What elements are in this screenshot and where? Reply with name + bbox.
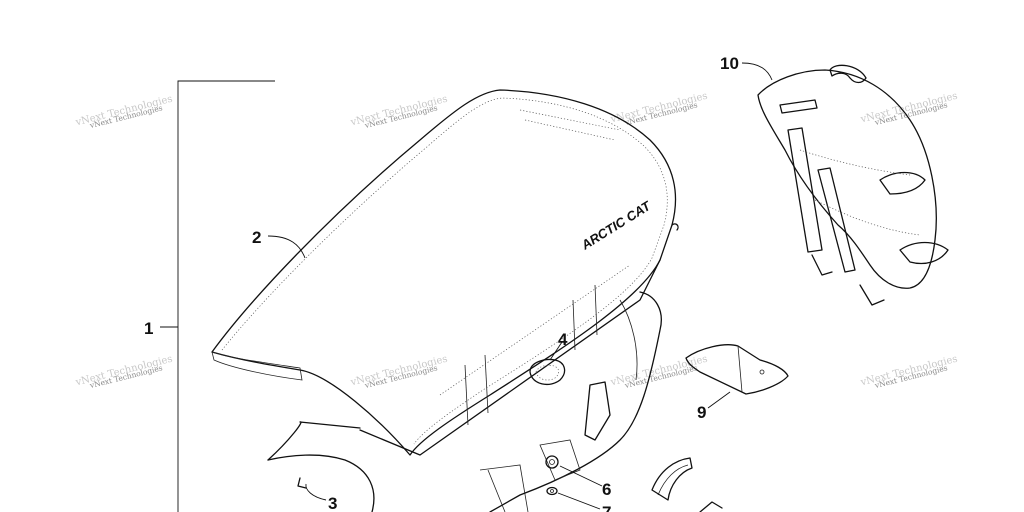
callout-6: 6 [602, 480, 611, 499]
callout-9: 9 [697, 403, 706, 422]
storage-pouch [685, 344, 789, 395]
callout-4: 4 [558, 330, 568, 349]
callout-3: 3 [328, 494, 337, 512]
assembly-bracket [160, 80, 275, 512]
seat-patch [529, 358, 566, 386]
backpack-bag [757, 64, 949, 306]
leader-lines [267, 62, 773, 510]
callout-7: 7 [602, 503, 611, 512]
seat-base [267, 291, 662, 512]
watermarks: vNext Technologies vNext Technologies vN… [74, 91, 959, 391]
callout-2: 2 [252, 228, 261, 247]
callout-10: 10 [720, 54, 739, 73]
fastener-hardware [479, 455, 559, 512]
seat-brand-text: ARCTIC CAT [578, 198, 654, 253]
strap-bracket [651, 457, 723, 512]
callout-1: 1 [144, 319, 153, 338]
callouts: 1 2 3 4 6 7 9 10 [144, 54, 739, 512]
